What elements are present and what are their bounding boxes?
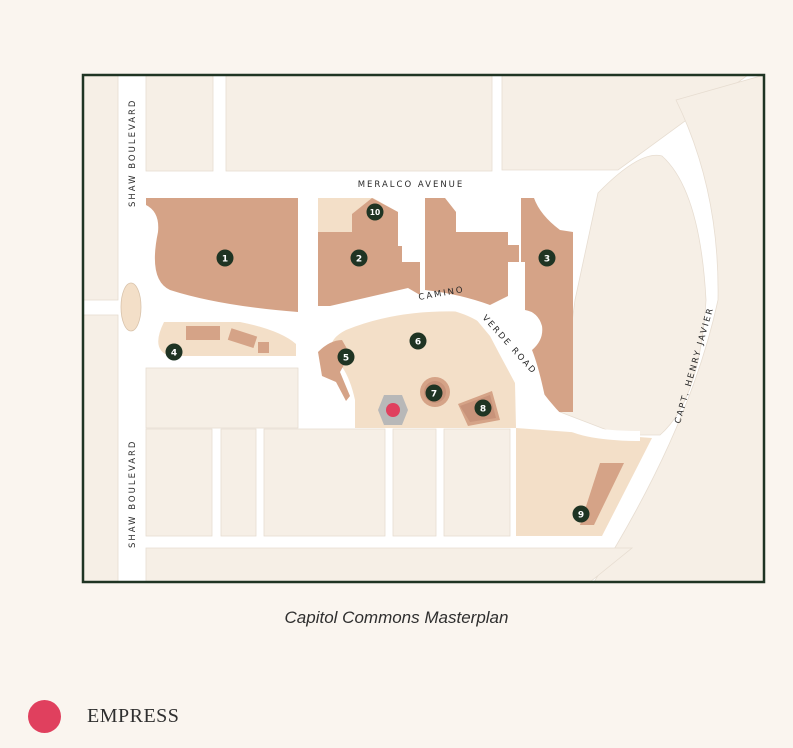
marker-4[interactable]: 4 <box>165 343 183 361</box>
svg-text:8: 8 <box>480 405 486 415</box>
city-blocks <box>83 75 764 582</box>
marker-5[interactable]: 5 <box>337 348 355 366</box>
masterplan-map: MERALCO AVENUE SHAW BOULEVARD SHAW BOULE… <box>81 73 766 584</box>
marker-8[interactable]: 8 <box>474 399 492 417</box>
map-markers: 1 2 3 4 5 6 7 8 9 10 <box>165 203 590 523</box>
marker-6[interactable]: 6 <box>409 332 427 350</box>
street-label-shaw-top: SHAW BOULEVARD <box>128 99 138 207</box>
map-frame <box>81 73 766 584</box>
empress-marker[interactable] <box>386 403 400 417</box>
svg-text:5: 5 <box>343 354 349 364</box>
legend-label: EMPRESS <box>87 705 180 727</box>
svg-text:1: 1 <box>222 255 228 265</box>
street-label-shaw-bottom: SHAW BOULEVARD <box>128 440 138 548</box>
svg-text:4: 4 <box>171 349 177 359</box>
svg-text:2: 2 <box>356 255 362 265</box>
svg-text:9: 9 <box>578 511 584 521</box>
marker-3[interactable]: 3 <box>538 249 556 267</box>
street-label-meralco: MERALCO AVENUE <box>358 180 465 190</box>
legend: EMPRESS <box>28 700 179 733</box>
map-caption: Capitol Commons Masterplan <box>284 608 509 627</box>
roundabout <box>120 282 142 332</box>
svg-text:6: 6 <box>415 338 421 348</box>
marker-1[interactable]: 1 <box>216 249 234 267</box>
marker-10[interactable]: 10 <box>366 203 384 221</box>
legend-dot-icon <box>28 700 61 733</box>
map-svg: MERALCO AVENUE SHAW BOULEVARD SHAW BOULE… <box>81 73 766 584</box>
marker-9[interactable]: 9 <box>572 505 590 523</box>
svg-text:10: 10 <box>370 208 380 217</box>
marker-2[interactable]: 2 <box>350 249 368 267</box>
svg-text:3: 3 <box>544 255 550 265</box>
svg-text:7: 7 <box>431 390 437 400</box>
marker-7[interactable]: 7 <box>425 384 443 402</box>
